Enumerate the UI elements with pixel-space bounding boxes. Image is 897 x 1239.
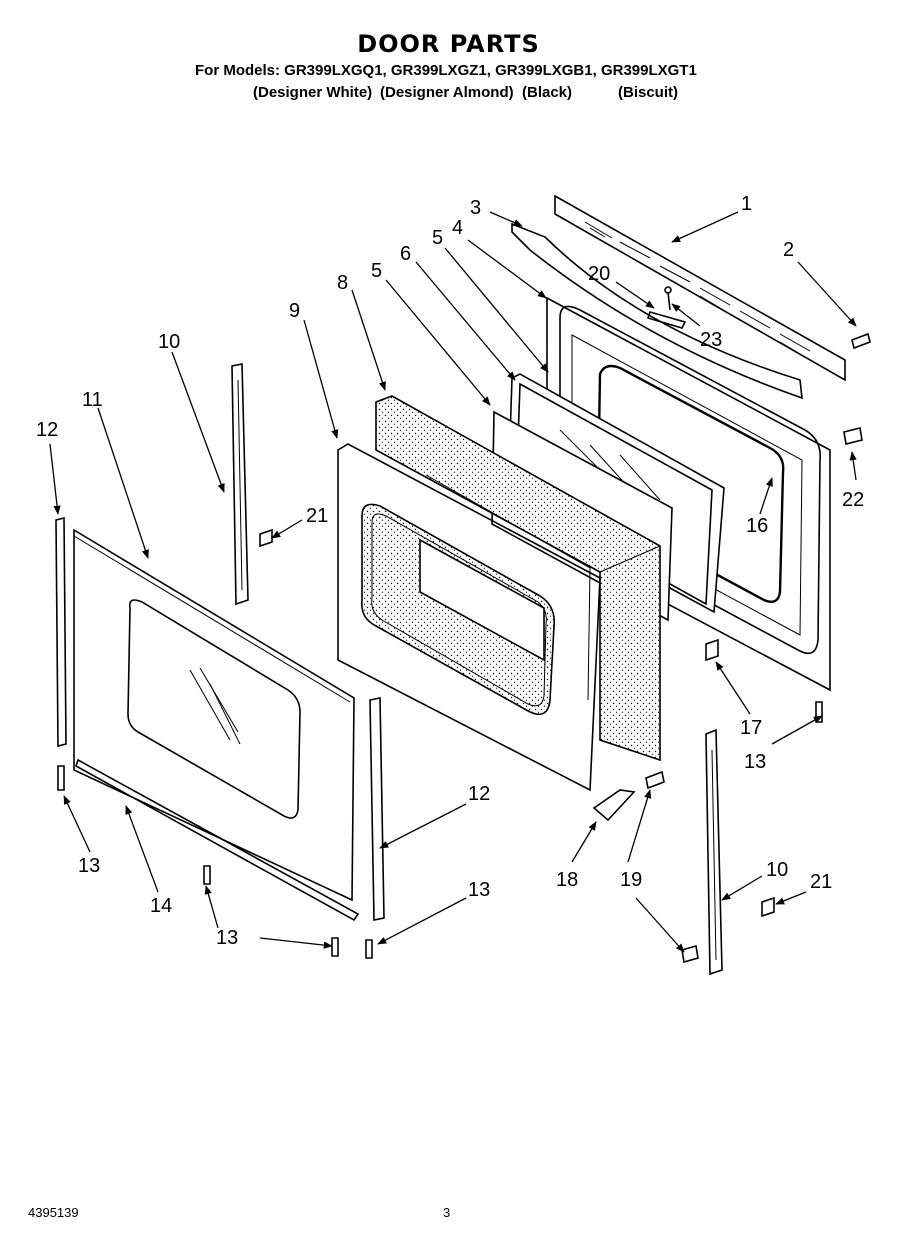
part-12-side-trim-right [369,697,385,921]
callout-3: 3 [470,197,481,219]
page-number: 3 [443,1205,451,1220]
callout-1: 1 [741,193,752,215]
callout-13-right: 13 [744,751,766,773]
part-1-vent-trim [554,194,846,382]
callout-12-left: 12 [36,419,58,441]
part-9-inner-panel [337,443,601,792]
callout-13-center: 13 [468,879,490,901]
callout-4: 4 [452,217,463,239]
callout-5-lower: 5 [371,260,382,282]
part-19-screw [645,770,665,790]
color-black: (Black) [522,84,573,101]
color-designer-white: (Designer White) [253,84,373,101]
callout-5-upper: 5 [432,227,443,249]
callout-10-right: 10 [766,859,788,881]
callout-13-left: 13 [78,855,100,877]
part-21-clip-left [259,528,273,548]
callout-19: 19 [620,869,642,891]
models-line: For Models: GR399LXGQ1, GR399LXGZ1, GR39… [195,62,697,79]
part-12-side-trim-left [55,516,67,748]
part-11-outer-door [73,528,355,902]
callout-12-right: 12 [468,783,490,805]
callout-18: 18 [556,869,578,891]
callout-2: 2 [783,239,794,261]
part-2-screw [851,332,871,350]
part-18-bracket [592,789,636,822]
part-22-screw [843,427,863,445]
callout-8: 8 [337,272,348,294]
part-20-23-clip [646,286,687,329]
callout-13-bottom: 13 [216,927,238,949]
color-designer-almond: (Designer Almond) [380,84,514,101]
callout-20: 20 [588,263,610,285]
page-title: DOOR PARTS [357,30,540,58]
callout-21-right: 21 [810,871,832,893]
callout-11: 11 [82,389,103,411]
callout-9: 9 [289,300,300,322]
callout-23: 23 [700,329,722,351]
part-number: 4395139 [28,1205,79,1220]
callout-6: 6 [400,243,411,265]
callout-10-left: 10 [158,331,180,353]
callout-16: 16 [746,515,768,537]
callout-21-left: 21 [306,505,328,527]
color-biscuit: (Biscuit) [618,84,678,101]
callout-14: 14 [150,895,172,917]
callout-17: 17 [740,717,762,739]
part-21-clip-right [761,896,775,918]
callout-22: 22 [842,489,864,511]
part-3-baffle [511,222,803,400]
part-14-bottom-trim [75,758,360,922]
part-10-hinge-bracket-right [705,728,723,976]
part-13-screws [57,701,823,964]
part-17-clip [705,638,719,662]
part-10-hinge-bracket-left [231,363,249,606]
